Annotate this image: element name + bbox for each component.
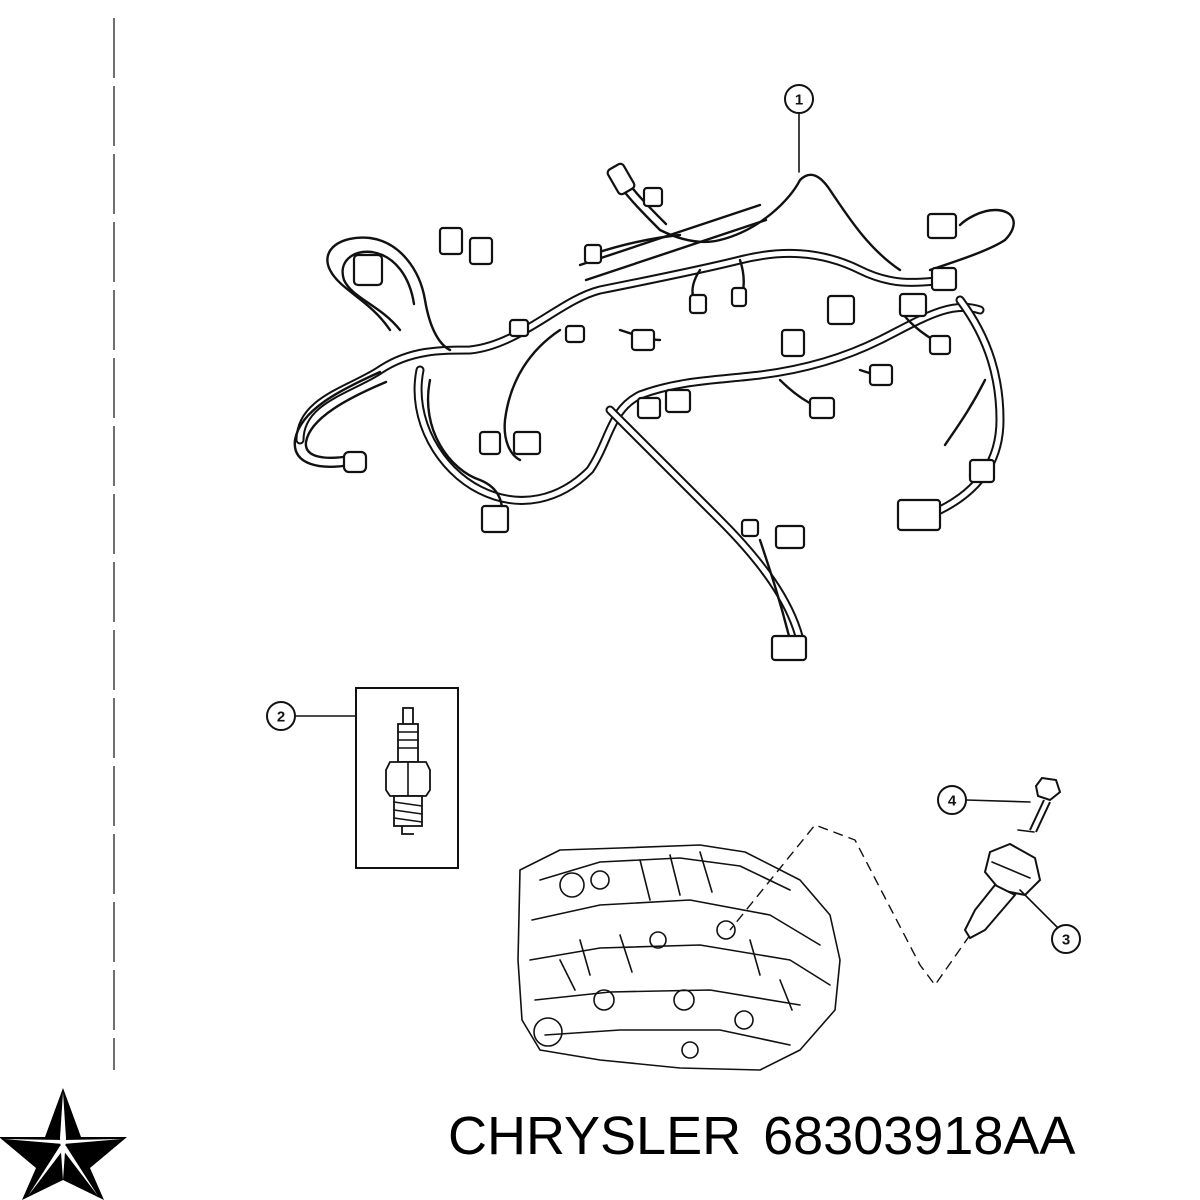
connector-body [636, 396, 662, 420]
callout-2-label: 2 [277, 709, 285, 726]
connector-body [512, 430, 542, 456]
brand-name: CHRYSLER [448, 1106, 742, 1166]
connector-body [342, 450, 368, 474]
connector-body [630, 328, 656, 352]
connector-body [928, 334, 952, 356]
connector-body [898, 292, 928, 318]
connector-body [352, 253, 384, 287]
wiring-harness-drawing [293, 112, 1015, 662]
connector-body [583, 243, 603, 265]
engine-head-drawing [517, 844, 841, 1071]
connector-body [930, 266, 958, 292]
part-caption: CHRYSLER 68303918AA [448, 1105, 1097, 1167]
connector-body [808, 396, 836, 420]
connector-body [480, 504, 510, 534]
callout-4: 4 [937, 785, 967, 815]
connector-body [606, 162, 636, 196]
connector-body [968, 458, 996, 484]
connector-body [868, 363, 894, 387]
connector-body [478, 430, 502, 456]
callout-3: 3 [1051, 924, 1081, 954]
connector-body [730, 286, 748, 308]
part-number: 68303918AA [763, 1106, 1076, 1166]
connector-body [468, 236, 494, 266]
connector-body [508, 318, 530, 338]
callout-4-label: 4 [948, 793, 957, 810]
callout-3-label: 3 [1062, 932, 1070, 949]
connector-body [926, 212, 958, 240]
connector-body [774, 524, 806, 550]
connector-body [642, 186, 664, 208]
connector-body [896, 498, 942, 532]
chrysler-pentastar-icon [0, 1088, 127, 1200]
connector-body [664, 388, 692, 414]
callout-1-label: 1 [795, 92, 803, 109]
connector-body [688, 293, 708, 315]
connector-body [740, 518, 760, 538]
connector-body [780, 328, 806, 358]
connector-body [438, 226, 464, 256]
connector-body [564, 324, 586, 344]
callout-2: 2 [266, 701, 296, 731]
spark-plug-drawing [295, 687, 459, 869]
connector-body [770, 634, 808, 662]
connector-body [826, 294, 856, 326]
callout-1: 1 [784, 84, 814, 114]
ignition-coil-drawing [729, 776, 1062, 987]
